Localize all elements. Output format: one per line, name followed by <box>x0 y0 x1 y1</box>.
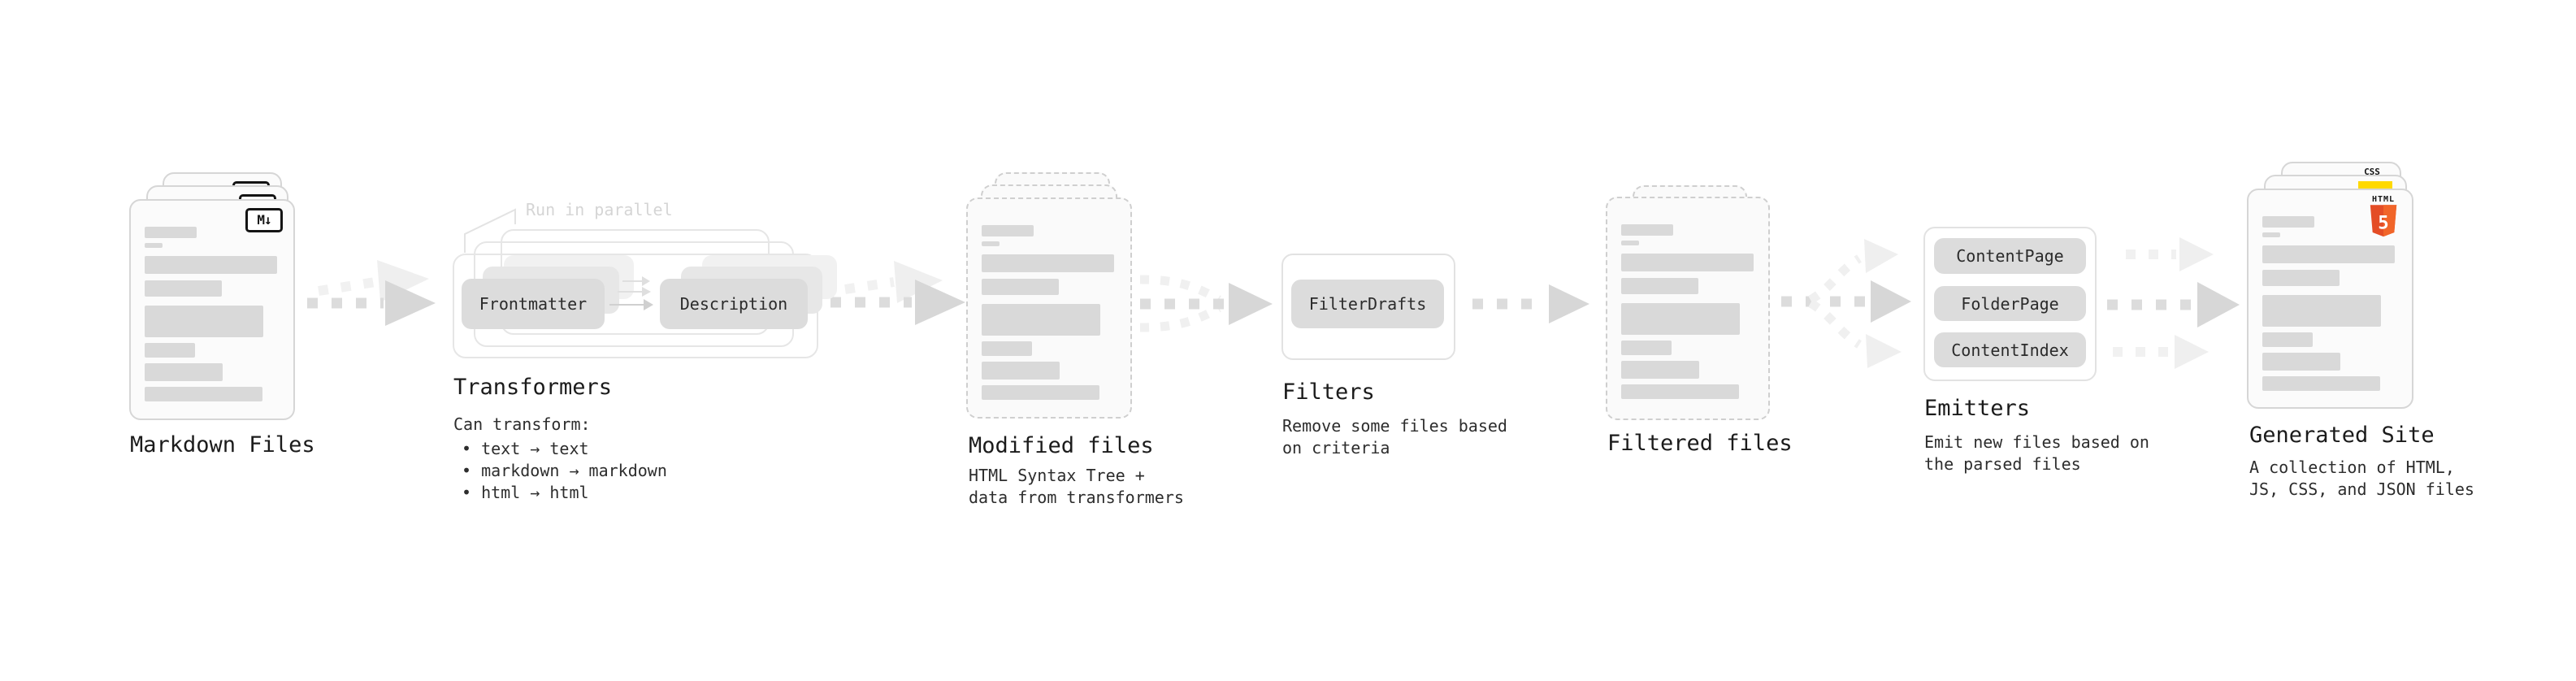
text-line-placeholder <box>2262 332 2313 347</box>
text-line-placeholder <box>2262 295 2381 327</box>
document-placeholder-lines <box>968 199 1130 417</box>
stage-title-filters: Filters <box>1282 380 1375 405</box>
transformers-bullet: • markdown → markdown <box>462 461 667 480</box>
emitter-chip-contentindex: ContentIndex <box>1934 332 2086 367</box>
text-line-placeholder <box>145 256 277 274</box>
generated-site-desc: A collection of HTML, <box>2249 458 2455 477</box>
text-line-placeholder <box>982 341 1032 356</box>
text-line-placeholder <box>982 254 1114 272</box>
html5-shield: 5 <box>2370 205 2397 237</box>
flow-arrow-modified-to-filters <box>1139 275 1273 332</box>
text-line-placeholder <box>1621 303 1740 335</box>
text-line-placeholder <box>1621 384 1739 399</box>
generated-file-card-html: HTML 5 <box>2247 189 2413 409</box>
modified-files-desc: data from transformers <box>969 488 1184 507</box>
stage-title-modified-files: Modified files <box>969 433 1154 458</box>
document-placeholder-lines <box>131 201 293 419</box>
filters-desc: Remove some files based <box>1282 416 1507 436</box>
text-line-placeholder <box>982 385 1099 400</box>
stage-title-filtered-files: Filtered files <box>1607 431 1793 456</box>
modified-file-card-front <box>966 197 1132 419</box>
html5-number: 5 <box>2378 213 2388 234</box>
document-placeholder-lines <box>1607 198 1768 419</box>
text-line-placeholder <box>145 363 223 381</box>
filtered-file-card-front <box>1606 197 1770 420</box>
text-line-placeholder <box>2262 245 2395 263</box>
html5-logo-text: HTML <box>2371 195 2396 204</box>
text-line-placeholder <box>145 387 262 401</box>
text-line-placeholder <box>982 304 1100 336</box>
emitters-desc: Emit new files based on <box>1924 432 2149 452</box>
transformers-bullet: • text → text <box>462 439 589 458</box>
flow-arrow-emitters-to-generated <box>2107 237 2240 369</box>
text-line-placeholder <box>145 343 195 358</box>
flow-arrow-filters-to-filtered <box>1472 284 1589 323</box>
modified-files-desc: HTML Syntax Tree + <box>969 466 1145 485</box>
filter-chip-filterdrafts: FilterDrafts <box>1291 280 1444 328</box>
stage-title-transformers: Transformers <box>453 375 613 400</box>
transformers-bullet: • html → html <box>462 483 589 502</box>
transformers-desc-heading: Can transform: <box>453 414 591 434</box>
text-line-placeholder <box>145 306 263 337</box>
text-line-placeholder <box>1621 361 1699 379</box>
transformer-chip-frontmatter: Frontmatter <box>462 279 605 329</box>
css-logo-text: CSS <box>2364 167 2380 177</box>
stage-title-generated-site: Generated Site <box>2249 423 2435 448</box>
emitter-chip-contentpage: ContentPage <box>1934 238 2086 274</box>
html5-logo-icon: HTML 5 <box>2365 195 2402 241</box>
stage-title-markdown-files: Markdown Files <box>130 432 315 458</box>
text-line-placeholder <box>145 280 222 297</box>
text-line-placeholder <box>2262 376 2380 391</box>
text-line-placeholder <box>145 227 197 238</box>
text-line-placeholder <box>2262 353 2340 371</box>
filters-frame <box>1281 254 1455 360</box>
text-line-placeholder <box>982 241 1000 246</box>
transformer-chip-description: Description <box>660 279 808 329</box>
text-line-placeholder <box>2262 270 2340 286</box>
run-in-parallel-callout: Run in parallel <box>526 200 673 219</box>
text-line-placeholder <box>982 362 1060 380</box>
flow-arrow-markdown-to-transformers <box>307 260 436 326</box>
text-line-placeholder <box>145 243 163 248</box>
text-line-placeholder <box>1621 224 1673 236</box>
text-line-placeholder <box>982 225 1034 236</box>
filters-desc: on criteria <box>1282 438 1390 458</box>
stage-title-emitters: Emitters <box>1924 396 2031 421</box>
text-line-placeholder <box>1621 254 1754 271</box>
emitter-chip-folderpage: FolderPage <box>1934 286 2086 321</box>
markdown-file-card-front: M↓ <box>129 199 295 420</box>
emitters-desc: the parsed files <box>1924 454 2081 474</box>
document-placeholder-lines <box>2249 190 2412 407</box>
generated-site-desc: JS, CSS, and JSON files <box>2249 479 2474 499</box>
markdown-logo-icon: M↓ <box>245 208 283 232</box>
flow-arrow-filtered-to-emitters <box>1781 239 1911 368</box>
text-line-placeholder <box>1621 340 1672 355</box>
text-line-placeholder <box>1621 278 1698 294</box>
text-line-placeholder <box>2262 216 2314 228</box>
text-line-placeholder <box>2262 232 2280 237</box>
text-line-placeholder <box>1621 241 1639 245</box>
text-line-placeholder <box>982 279 1059 295</box>
flow-arrow-transformers-to-modified <box>830 261 965 325</box>
emitters-frame <box>1923 227 2097 381</box>
